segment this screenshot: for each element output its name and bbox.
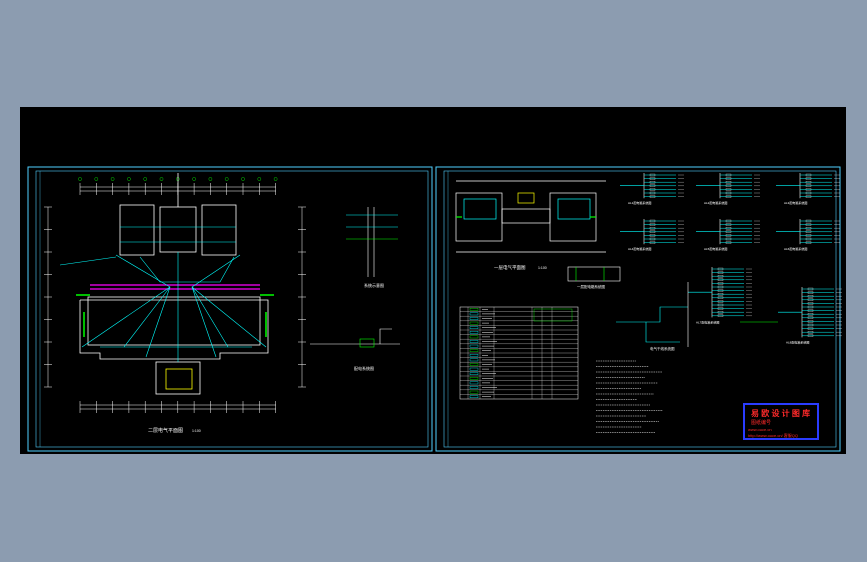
right-plan-scale: 1:100 [538,266,547,270]
right-sheet-inner-border [443,170,837,448]
panel-label: AL4配电箱系统图 [628,246,651,251]
cad-drawing-canvas[interactable]: 系统示意图 配电系统图 二层电气平面图 1:100 [20,107,846,454]
left-building-outline [79,173,269,395]
watermark-stamp: 易 欧 设 计 图 库 图纸编号 www.ouce.cn http://www.… [743,403,819,440]
stamp-line-2: 图纸编号 [751,420,772,426]
stamp-line-1: 易 欧 设 计 图 库 [751,409,811,418]
left-system-label-1: 系统示意图 [364,282,384,288]
design-notes [596,360,663,433]
right-plan-title: 一层电气平面图 [494,264,526,271]
right-floor-plan [455,180,606,253]
left-dimension-lines [47,186,303,410]
stamp-line-3: www.ouce.cn [748,427,772,432]
panel-schedules: AL1配电箱系统图 AL2配电箱系统图 AL3配电箱系统图 AL4配电箱系统图 AL5配… [620,173,842,344]
left-magenta-band [90,284,260,290]
panel-label: AL7配电箱系统图 [696,319,719,324]
panel-label: AL5配电箱系统图 [704,246,727,251]
right-sheet-border [435,166,841,452]
left-dimension-ticks [44,177,306,413]
left-sheet: 系统示意图 配电系统图 二层电气平面图 1:100 [27,166,433,452]
riser-label: 电气干线系统图 [650,346,675,351]
panel-label: AL3配电箱系统图 [784,200,807,205]
right-detail-title: 一层配电箱系统图 [577,284,605,289]
right-sheet: 一层电气平面图 1:100 一层配电箱系统图 AL1配电箱系统图 AL2配电箱系统… [435,166,842,452]
right-detail-diagram [567,266,621,282]
legend-table [459,306,579,400]
left-sheet-inner-border [35,170,429,448]
left-green-walls [76,294,274,337]
panel-label: AL2配电箱系统图 [704,200,727,205]
left-plan-scale: 1:100 [192,429,201,433]
panel-label: AL1配电箱系统图 [628,200,651,205]
panel-label: AL6配电箱系统图 [784,246,807,251]
left-system-label-2: 配电系统图 [354,365,374,371]
stamp-line-4: http://www.ouce.cn/ 客服QQ [748,433,799,438]
panel-label: AL8配电箱系统图 [786,339,809,344]
cad-drawing-viewport[interactable]: 系统示意图 配电系统图 二层电气平面图 1:100 [20,107,846,454]
left-system-diagram [310,207,400,348]
left-sheet-border [27,166,433,452]
left-plan-title: 二层电气平面图 [148,427,183,434]
left-wiring [59,226,267,362]
riser-diagram [616,282,778,347]
